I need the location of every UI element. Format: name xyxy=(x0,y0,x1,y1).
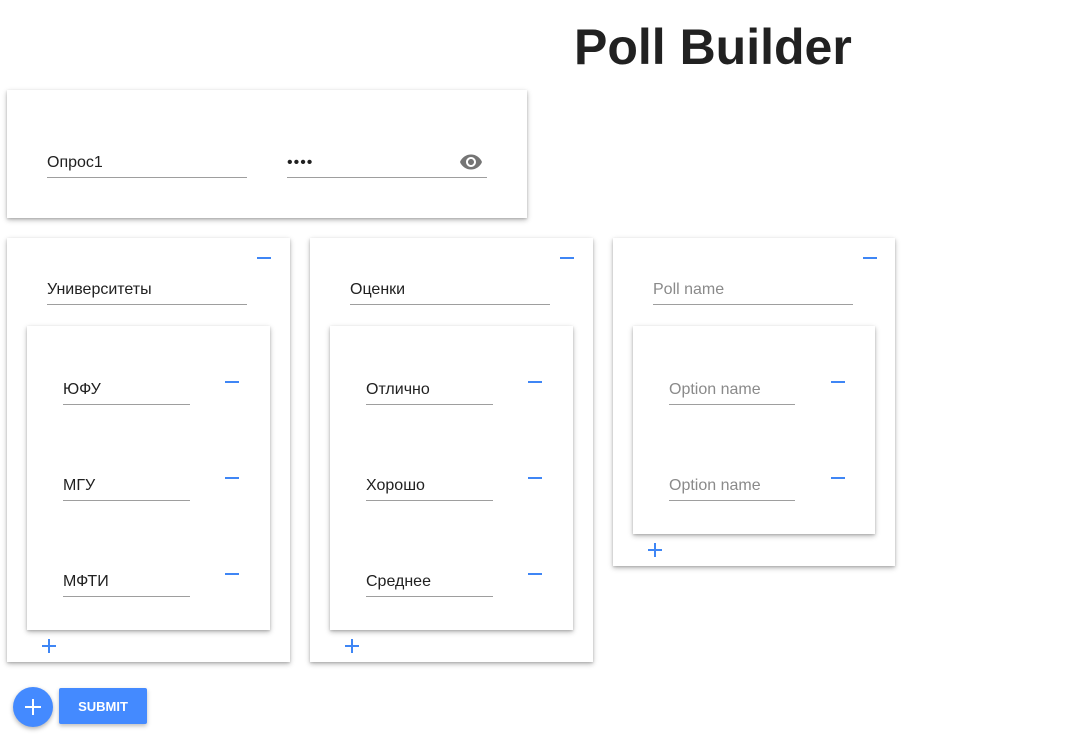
remove-option-icon[interactable] xyxy=(829,374,847,390)
option-input[interactable] xyxy=(63,573,190,591)
add-option-icon[interactable] xyxy=(646,541,664,559)
option-field xyxy=(366,375,493,405)
poll-name-input[interactable] xyxy=(653,281,853,299)
option-field xyxy=(63,471,190,501)
poll-card xyxy=(310,238,593,662)
option-input[interactable] xyxy=(366,573,493,591)
options-card xyxy=(330,326,573,630)
option-input[interactable] xyxy=(63,477,190,495)
remove-option-icon[interactable] xyxy=(526,470,544,486)
option-input[interactable] xyxy=(669,477,795,495)
poll-card xyxy=(613,238,895,566)
option-field xyxy=(63,567,190,597)
poll-card xyxy=(7,238,290,662)
remove-option-icon[interactable] xyxy=(526,566,544,582)
poll-title-field xyxy=(47,148,247,178)
option-field xyxy=(366,567,493,597)
poll-name-field xyxy=(350,275,550,305)
option-field xyxy=(63,375,190,405)
poll-name-input[interactable] xyxy=(47,281,247,299)
remove-poll-icon[interactable] xyxy=(861,250,879,266)
option-field xyxy=(669,375,795,405)
password-field xyxy=(287,148,487,178)
option-field xyxy=(366,471,493,501)
option-input[interactable] xyxy=(366,477,493,495)
remove-poll-icon[interactable] xyxy=(558,250,576,266)
option-field xyxy=(669,471,795,501)
poll-title-input[interactable] xyxy=(47,154,247,172)
options-card xyxy=(633,326,875,534)
option-input[interactable] xyxy=(669,381,795,399)
password-input[interactable] xyxy=(287,154,487,172)
remove-option-icon[interactable] xyxy=(829,470,847,486)
submit-button[interactable]: SUBMIT xyxy=(59,688,147,724)
add-option-icon[interactable] xyxy=(343,637,361,655)
poll-name-input[interactable] xyxy=(350,281,550,299)
eye-icon[interactable] xyxy=(459,150,483,174)
poll-name-field xyxy=(47,275,247,305)
remove-option-icon[interactable] xyxy=(223,470,241,486)
remove-option-icon[interactable] xyxy=(223,374,241,390)
add-option-icon[interactable] xyxy=(40,637,58,655)
add-poll-button[interactable] xyxy=(13,687,53,727)
remove-poll-icon[interactable] xyxy=(255,250,273,266)
option-input[interactable] xyxy=(63,381,190,399)
remove-option-icon[interactable] xyxy=(223,566,241,582)
poll-settings-card xyxy=(7,90,527,218)
option-input[interactable] xyxy=(366,381,493,399)
options-card xyxy=(27,326,270,630)
remove-option-icon[interactable] xyxy=(526,374,544,390)
poll-name-field xyxy=(653,275,853,305)
page-title: Poll Builder xyxy=(574,19,852,75)
